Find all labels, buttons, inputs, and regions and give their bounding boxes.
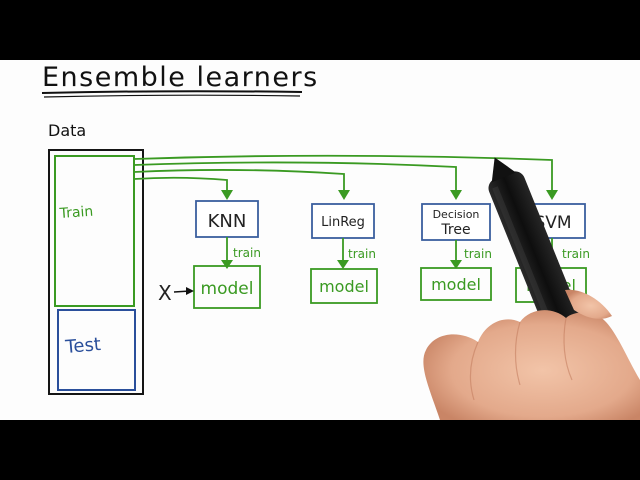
hand-thumb	[565, 289, 612, 319]
title-underline-2	[43, 94, 301, 98]
test-block	[57, 309, 136, 391]
model-label-linreg: model	[319, 277, 369, 296]
hand-palm	[423, 310, 640, 420]
model-label-decision-tree: model	[431, 275, 481, 294]
ensemble-diagram: Ensemble learners Data Train Test KNN tr…	[41, 62, 640, 420]
learner-label-knn: KNN	[208, 211, 247, 232]
whiteboard: Ensemble learners Data Train Test KNN tr…	[0, 60, 640, 420]
feed-line-linreg	[133, 169, 345, 196]
edge-label-knn: train	[233, 246, 261, 260]
top-letterbox	[0, 0, 640, 60]
presenter-hand-with-marker	[423, 157, 640, 420]
input-x-label: X	[158, 281, 172, 305]
data-container	[48, 149, 144, 395]
model-box-decision-tree	[420, 267, 492, 301]
model-label-knn: model	[201, 279, 254, 299]
test-label: Test	[64, 334, 102, 358]
train-arrowhead-linreg	[337, 260, 349, 269]
bottom-letterbox	[0, 420, 640, 480]
marker-tip	[491, 157, 516, 183]
title-underline	[41, 90, 303, 94]
marker-body	[488, 171, 593, 366]
diagram-title: Ensemble learners	[42, 62, 319, 93]
learner-label-tree: Tree	[440, 222, 470, 238]
train-arrowhead-knn	[221, 260, 233, 269]
train-block	[54, 155, 135, 307]
edge-label-svm: train	[562, 247, 590, 261]
learner-box-knn	[195, 200, 259, 238]
edge-label-decision-tree: train	[464, 247, 492, 261]
feed-line-decision-tree	[133, 161, 457, 196]
learner-box-linreg	[311, 203, 375, 239]
learner-label-linreg: LinReg	[321, 215, 365, 230]
train-feed-lines	[133, 154, 553, 196]
model-box-knn	[193, 265, 261, 309]
edge-label-linreg: train	[348, 247, 376, 261]
model-box-linreg	[310, 268, 378, 304]
input-arrowhead	[186, 287, 194, 295]
feed-line-knn	[133, 176, 228, 196]
train-label: Train	[58, 204, 94, 222]
learner-label-decision: Decision	[433, 208, 480, 221]
train-arrowhead-decision-tree	[450, 260, 462, 269]
data-label: Data	[48, 121, 86, 140]
feed-line-svm	[133, 154, 553, 196]
feed-arrowheads	[221, 190, 558, 200]
